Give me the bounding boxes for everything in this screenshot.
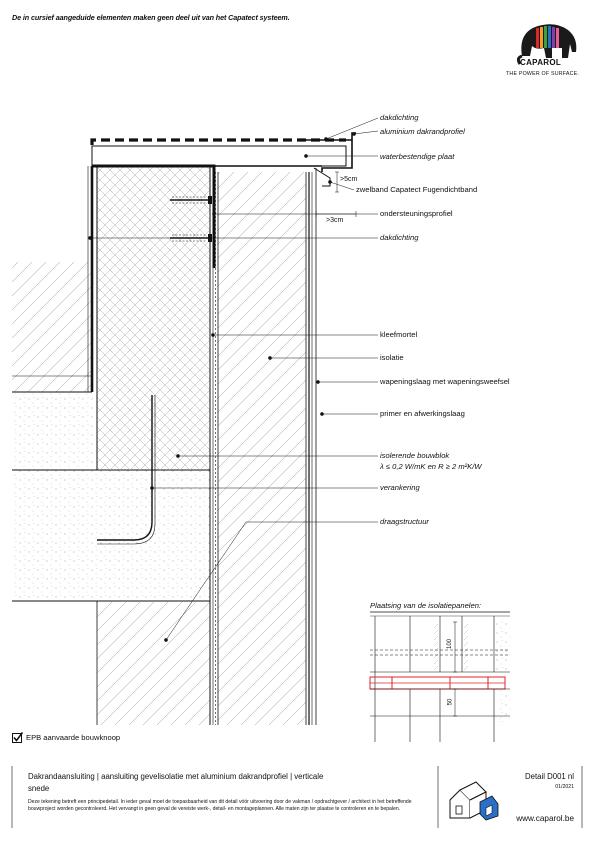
dimension-50: 50 bbox=[447, 698, 454, 706]
label-dakdichting-top: dakdichting bbox=[380, 113, 419, 122]
label-isolerende-bouwblok: isolerende bouwblok bbox=[380, 451, 450, 460]
anchor-rod bbox=[97, 395, 153, 541]
footer-frame bbox=[11, 766, 583, 828]
epb-checkbox-icon bbox=[12, 732, 23, 743]
disclaimer-note: De in cursief aangeduide elementen maken… bbox=[12, 13, 290, 22]
panel-placement-inset bbox=[369, 611, 510, 742]
brand-tagline: THE POWER OF SURFACE. bbox=[506, 71, 580, 77]
label-draagstructuur: draagstructuur bbox=[380, 517, 429, 526]
concrete-slab bbox=[12, 469, 210, 602]
wall-below-slab bbox=[97, 601, 210, 725]
insulating-block bbox=[96, 166, 211, 725]
label-dakdichting-mid: dakdichting bbox=[380, 233, 419, 242]
label-wapeningslaag: wapeningslaag met wapeningsweefsel bbox=[380, 377, 510, 386]
roof-slab-region bbox=[12, 262, 95, 470]
label-verankering: verankering bbox=[380, 483, 420, 492]
website-link[interactable]: www.caparol.be bbox=[516, 814, 574, 823]
label-ondersteuningsprofiel: ondersteuningsprofiel bbox=[380, 209, 453, 218]
dimension-5cm: >5cm bbox=[340, 176, 358, 183]
label-bouwblok-spec: λ ≤ 0,2 W/mK en R ≥ 2 m²K/W bbox=[380, 462, 482, 471]
caparol-elephant-logo bbox=[516, 24, 577, 65]
leader-lines bbox=[88, 117, 379, 642]
label-kleefmortel: kleefmortel bbox=[380, 330, 418, 339]
inset-title: Plaatsing van de isolatiepanelen: bbox=[370, 601, 482, 610]
epb-label: EPB aanvaarde bouwknoop bbox=[26, 733, 121, 742]
house-icon bbox=[449, 781, 499, 821]
insulation-panel bbox=[217, 172, 307, 725]
dimension-3cm: >3cm bbox=[326, 217, 344, 224]
dimension-100: 100 bbox=[447, 638, 454, 650]
label-isolatie: isolatie bbox=[380, 353, 404, 362]
detail-code: Detail D001 nl bbox=[525, 772, 574, 781]
label-primer: primer en afwerkingslaag bbox=[380, 409, 465, 418]
footer-title: Dakrandaansluiting | aansluiting gevelis… bbox=[28, 772, 324, 781]
brand-name: CAPAROL bbox=[520, 58, 562, 67]
footer-subtitle: snede bbox=[28, 784, 50, 793]
label-zwelband: zwelband Capatect Fugendichtband bbox=[356, 185, 478, 194]
label-aluminium-dakrandprofiel: aluminium dakrandprofiel bbox=[380, 127, 465, 136]
footer-disclaimer: Deze tekening betreft een principedetail… bbox=[28, 799, 412, 812]
label-waterbestendige-plaat: waterbestendige plaat bbox=[380, 152, 455, 161]
detail-date: 01/2021 bbox=[555, 784, 574, 790]
